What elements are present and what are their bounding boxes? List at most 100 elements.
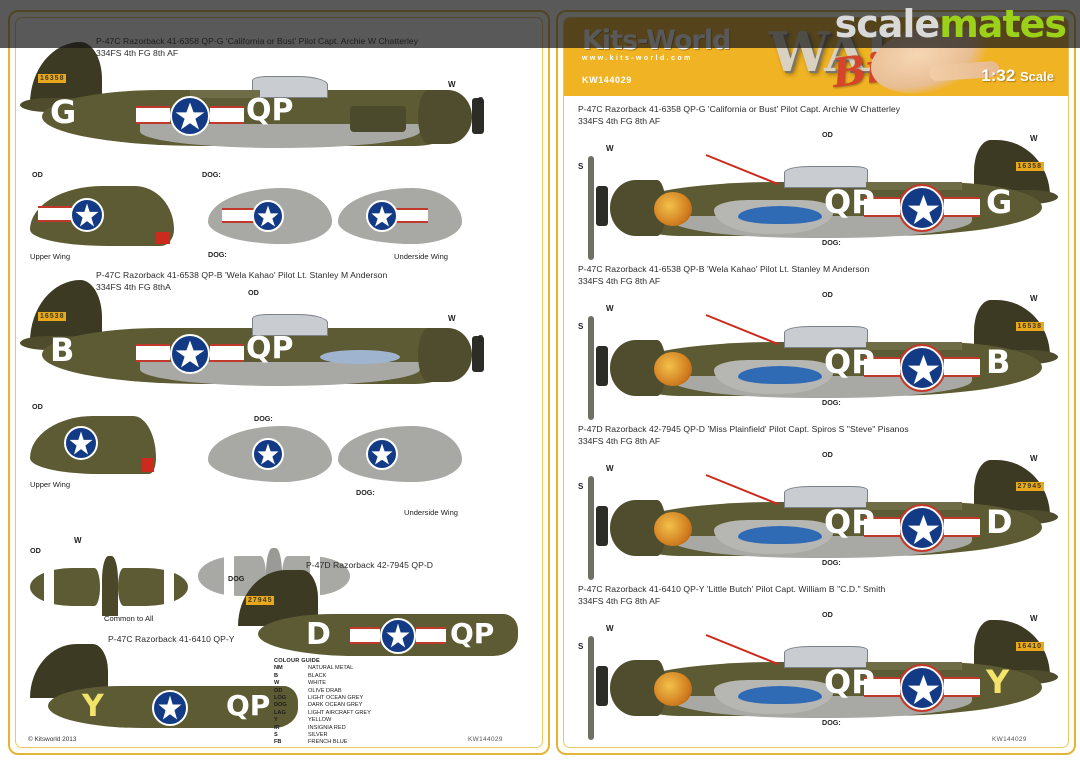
label-dog-tail: DOG [228, 574, 245, 583]
underside-wing-left-2 [208, 426, 332, 482]
code-letter: D [986, 503, 1013, 541]
label-w-right: W [1030, 454, 1038, 463]
squadron-code: QP [824, 343, 875, 381]
label-w-left: W [606, 624, 614, 633]
label-s: S [578, 642, 584, 651]
right-panel-inner: Kits-World www.kits-world.com KW144029 W… [563, 17, 1069, 748]
label-s: S [578, 482, 584, 491]
nose-art-2 [320, 350, 400, 364]
under-wing-insignia-right-1 [366, 200, 398, 232]
colour-code: FB [274, 739, 282, 746]
engine-cowl-2 [418, 328, 472, 382]
insignia-bar-left-1 [136, 106, 170, 124]
brand-url: www.kits-world.com [582, 55, 693, 62]
nose-art-1 [350, 106, 406, 132]
leader-line-red [705, 314, 779, 346]
spine [866, 342, 962, 350]
insignia-bar-fwd [864, 677, 900, 697]
engine-cowl-1 [418, 90, 472, 144]
colour-name: WHITE [308, 680, 327, 687]
national-insignia-2 [170, 334, 210, 374]
label-od: OD [822, 610, 833, 619]
colour-guide-title: COLOUR GUIDE [274, 658, 320, 664]
profile-caption-line2: 334FS 4th FG 8th AF [578, 275, 661, 286]
tail-stripe-right-under [310, 556, 320, 596]
label-w-right: W [1030, 294, 1038, 303]
colour-guide-row: NM NATURAL METAL [274, 665, 371, 672]
insignia-bar-left-2 [136, 344, 170, 362]
propeller-hub-1 [472, 98, 484, 134]
national-insignia [898, 344, 946, 392]
profile-block: P-47C Razorback 41-6410 QP-Y 'Little But… [564, 584, 1068, 742]
label-od-upper-wing-1: OD [32, 170, 43, 179]
squadron-code: QP [824, 503, 875, 541]
colour-code: B [274, 672, 279, 679]
colour-name: NATURAL METAL [308, 665, 354, 672]
tail-stripe-left [44, 568, 54, 606]
tail-serial: 16410 [1015, 642, 1044, 651]
label-dog-under-2: DOG: [356, 488, 375, 497]
right-panel: Kits-World www.kits-world.com KW144029 W… [556, 10, 1076, 755]
aircraft-profile-1: G QP 16358 [20, 38, 510, 168]
wing-tip-marking-1 [156, 232, 170, 244]
profile-caption: P-47D Razorback 42-7945 QP-D 'Miss Plain… [578, 424, 1048, 447]
label-w-left: W [606, 464, 614, 473]
label-w-left: W [606, 304, 614, 313]
colour-code: NM [274, 665, 283, 672]
label-od-2: OD [248, 288, 259, 297]
profile-block: P-47C Razorback 41-6538 QP-B 'Wela Kahao… [564, 264, 1068, 422]
nose-art [654, 672, 692, 706]
profile-caption-line1: P-47C Razorback 41-6358 QP-G 'California… [578, 104, 901, 114]
caption-aircraft-4: P-47C Razorback 41-6410 QP-Y [108, 634, 235, 644]
tail-serial-2: 16538 [38, 312, 67, 321]
nose-art [654, 192, 692, 226]
colour-name: SILVER [308, 732, 328, 739]
label-upper-wing-1: Upper Wing [30, 252, 71, 261]
spine [866, 662, 962, 670]
colour-code: LAG [274, 709, 286, 716]
wing-tip-marking-2 [142, 458, 154, 472]
label-od: OD [822, 450, 833, 459]
caption-aircraft-2-line2: 334FS 4th FG 8thA [96, 281, 171, 292]
under-wing-bar-left-1 [222, 208, 254, 223]
code-letter-2: B [50, 331, 75, 369]
colour-code: IR [274, 724, 280, 731]
label-common-to-all: Common to All [104, 614, 154, 623]
upper-wing-insignia-1 [70, 198, 104, 232]
caption-aircraft-3: P-47D Razorback 42-7945 QP-D [306, 560, 434, 570]
canopy-1 [252, 76, 328, 98]
colour-name: DARK OCEAN GREY [308, 702, 363, 709]
national-insignia-4 [152, 690, 188, 726]
underside-wing-left-1 [208, 188, 332, 244]
profile-caption: P-47C Razorback 41-6410 QP-Y 'Little But… [578, 584, 1048, 607]
aircraft-profile-2: B QP 16538 [20, 274, 510, 404]
leader-line-red [705, 154, 779, 186]
watermark-part1: scale [834, 2, 941, 46]
colour-code: W [274, 680, 280, 687]
upper-wing-insignia-2 [64, 426, 98, 460]
profile-caption: P-47C Razorback 41-6358 QP-G 'California… [578, 104, 1048, 127]
under-wing-insignia-left-2 [252, 438, 284, 470]
aircraft-profile-3: D QP 27945 [238, 570, 518, 656]
colour-code: S [274, 732, 278, 739]
squadron-code: QP [824, 183, 875, 221]
canopy [784, 646, 868, 668]
label-od: OD [822, 130, 833, 139]
upper-wing-bar-1 [38, 206, 72, 222]
label-s-2: S [478, 334, 484, 343]
canopy [784, 486, 868, 508]
label-s: S [578, 322, 584, 331]
propeller-hub [596, 346, 608, 386]
national-insignia-1 [170, 96, 210, 136]
watermark-text: scalemates [834, 2, 1067, 46]
colour-name: LIGHT AIRCRAFT GREY [308, 709, 371, 716]
propeller-hub [596, 666, 608, 706]
colour-code: LOG [274, 695, 287, 702]
label-dog-under-1: DOG: [208, 250, 227, 259]
